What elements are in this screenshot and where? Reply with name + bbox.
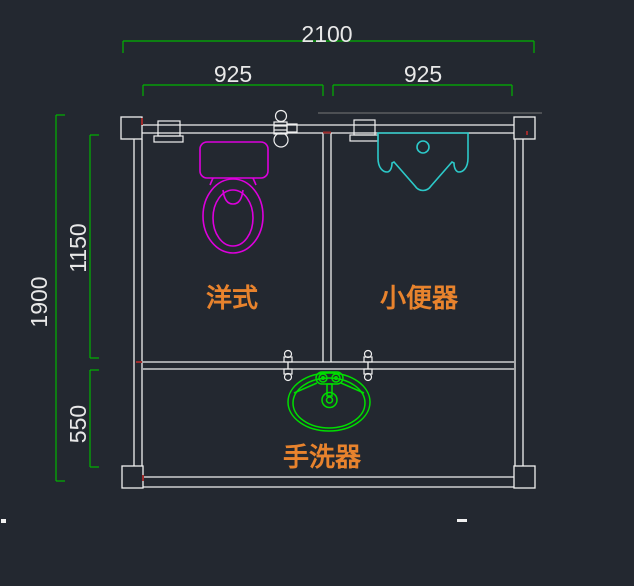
dim-value-925-left: 925 bbox=[214, 61, 252, 87]
dimension-left-upper[interactable]: 1150 bbox=[65, 134, 99, 359]
toilet-tank bbox=[199, 141, 269, 179]
urinal-fixture[interactable] bbox=[377, 132, 469, 192]
marker bbox=[142, 475, 144, 481]
toilet-fixture[interactable] bbox=[199, 141, 269, 254]
faucet-outlet bbox=[321, 391, 338, 409]
fixture-plate bbox=[153, 135, 184, 143]
sink-fixture[interactable] bbox=[287, 371, 371, 432]
faucet-spout bbox=[326, 383, 333, 397]
label-sink: 手洗器 bbox=[283, 442, 362, 472]
walls[interactable] bbox=[133, 124, 524, 488]
sink-rim-line-right bbox=[340, 382, 365, 394]
sink-basin-inner bbox=[292, 377, 366, 429]
urinal-body bbox=[377, 132, 469, 192]
reference-markers bbox=[136, 118, 528, 481]
dim-value-1900: 1900 bbox=[26, 276, 52, 327]
marker bbox=[526, 131, 528, 135]
dimension-top-left[interactable]: 925 bbox=[142, 61, 324, 96]
toilet-bowl-inner bbox=[212, 189, 254, 247]
toilet-neck-right bbox=[252, 177, 257, 186]
column-bottom-right bbox=[513, 465, 536, 489]
pivot-base-top bbox=[363, 356, 373, 363]
pivot-circle-bottom bbox=[283, 372, 293, 382]
wall-fixture-right[interactable] bbox=[349, 119, 379, 142]
faucet-handle-dot bbox=[321, 376, 325, 380]
faucet-outlet-inner bbox=[325, 396, 334, 404]
faucet-handle-left bbox=[318, 373, 328, 383]
valve-bottom-circle bbox=[273, 132, 289, 148]
dimension-top-total[interactable]: 2100 bbox=[122, 21, 535, 53]
marker bbox=[141, 118, 143, 125]
screen-artifact bbox=[1, 519, 6, 523]
urinal-flush-hole bbox=[416, 140, 430, 154]
dimension-top-right[interactable]: 925 bbox=[332, 61, 513, 96]
dimension-left-total[interactable]: 1900 bbox=[26, 114, 65, 482]
valve-top-circle bbox=[274, 109, 288, 123]
dim-value-1150: 1150 bbox=[65, 223, 91, 272]
column-top-left bbox=[120, 116, 143, 140]
pivot-circle-bottom bbox=[363, 372, 373, 382]
screen-artifact bbox=[457, 519, 467, 522]
label-toilet: 洋式 bbox=[206, 283, 258, 313]
column-bottom-left bbox=[121, 465, 144, 489]
valve-side-box bbox=[286, 123, 298, 133]
toilet-bowl-outer bbox=[202, 178, 264, 254]
marker bbox=[136, 361, 142, 363]
faucet-handle-dot bbox=[334, 376, 338, 380]
pipe-valve-symbol[interactable] bbox=[273, 109, 298, 148]
door-pivot-right[interactable] bbox=[363, 349, 373, 382]
fixture-plate bbox=[349, 134, 379, 142]
label-urinal: 小便器 bbox=[380, 283, 459, 313]
pivot-base-top bbox=[283, 356, 293, 363]
faucet-handle-right bbox=[331, 373, 341, 383]
door-pivot-left[interactable] bbox=[283, 349, 293, 382]
dimension-left-lower[interactable]: 550 bbox=[65, 369, 99, 468]
toilet-neck-left bbox=[209, 177, 214, 186]
dim-value-550: 550 bbox=[65, 405, 91, 443]
valve-body bbox=[273, 121, 288, 135]
marker bbox=[323, 131, 331, 134]
sink-rim-line-left bbox=[293, 382, 318, 394]
columns[interactable] bbox=[120, 116, 536, 489]
column-top-right bbox=[513, 116, 536, 140]
dim-value-2100: 2100 bbox=[301, 21, 352, 47]
wall-fixture-left[interactable] bbox=[153, 120, 184, 143]
dim-value-925-right: 925 bbox=[404, 61, 442, 87]
fixture-box bbox=[157, 120, 181, 137]
sink-basin-outer bbox=[287, 372, 371, 432]
toilet-drain bbox=[222, 189, 244, 205]
